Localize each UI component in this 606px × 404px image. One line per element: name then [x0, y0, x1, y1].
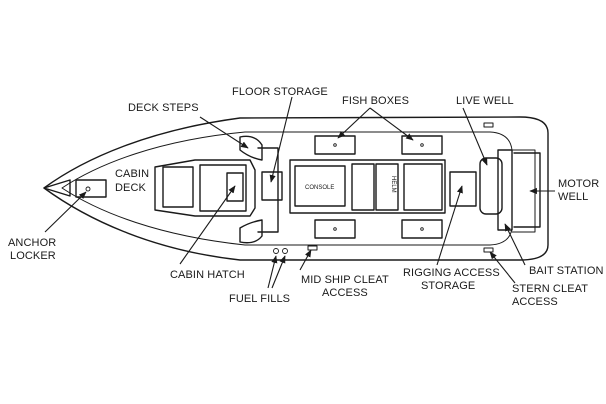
label-stern-cleat-1: STERN CLEAT: [512, 283, 588, 295]
leader-floor-storage: [269, 96, 293, 183]
deck-step-starboard: [239, 219, 263, 244]
fish-box-latch: [333, 227, 337, 231]
fish-box-port-fwd: [314, 135, 356, 155]
label-cabin-hatch: CABIN HATCH: [170, 269, 245, 281]
leader-fuel-fills-1: [267, 255, 278, 289]
label-bait-station: BAIT STATION: [529, 265, 604, 277]
console-box: [294, 165, 346, 207]
cabin-deck-outline: [154, 159, 256, 217]
live-well: [479, 157, 503, 215]
console-outline: [289, 159, 446, 214]
fish-box-stbd-fwd: [314, 219, 356, 239]
cabin-deck-area: [154, 159, 256, 217]
bait-station: [497, 149, 513, 231]
leader-rigging-access: [436, 185, 463, 266]
label-mid-ship-cleat-2: ACCESS: [322, 287, 368, 299]
label-motor-well-2: WELL: [558, 191, 588, 203]
anchor-locker-latch: [85, 186, 91, 192]
floor-storage: [257, 147, 283, 233]
stern-area: [479, 149, 541, 231]
fish-box-latch: [333, 143, 337, 147]
fish-box-stbd-aft: [401, 219, 443, 239]
leader-lines: [44, 96, 555, 289]
hardware: [273, 122, 494, 254]
cabin-hatch: [226, 172, 244, 202]
label-anchor-locker-2: LOCKER: [10, 250, 56, 262]
label-floor-storage: FLOOR STORAGE: [232, 86, 328, 98]
fuel-fill-1: [273, 248, 279, 254]
deck-step-port: [239, 135, 263, 161]
helm-label: HELM: [390, 176, 396, 193]
leader-bait-station: [504, 223, 526, 266]
mid-ship-cleat: [307, 245, 318, 251]
leader-fish-boxes-1: [337, 107, 371, 139]
bulkhead: [257, 147, 279, 233]
bow-tip: [43, 179, 71, 197]
fish-box-port-aft: [401, 135, 443, 155]
rigging-access: [449, 171, 477, 207]
hull-outer: [43, 116, 549, 261]
fish-boxes: [314, 135, 443, 239]
leader-stern-cleat: [489, 251, 516, 284]
label-rigging-access-2: STORAGE: [421, 280, 475, 292]
fish-box-latch: [420, 227, 424, 231]
label-anchor-locker-1: ANCHOR: [8, 237, 56, 249]
stern-cleat-port: [483, 122, 494, 128]
leaning-post: [403, 163, 443, 211]
cabin-seat-right: [199, 164, 247, 212]
floor-storage-hatch: [261, 171, 283, 201]
helm-box: [375, 163, 399, 211]
console-group: CONSOLE HELM: [289, 159, 446, 214]
leader-fuel-fills-2: [271, 255, 286, 289]
cabin-seat-left: [162, 166, 194, 208]
motor-well: [513, 152, 541, 228]
leader-live-well: [462, 107, 488, 166]
leader-cabin-hatch: [179, 185, 236, 265]
label-fuel-fills: FUEL FILLS: [229, 293, 290, 305]
fuel-fill-2: [282, 248, 288, 254]
labels: DECK STEPS FLOOR STORAGE FISH BOXES LIVE…: [8, 86, 604, 308]
anchor-locker: [75, 179, 107, 198]
label-motor-well-1: MOTOR: [558, 178, 599, 190]
label-mid-ship-cleat-1: MID SHIP CLEAT: [301, 274, 389, 286]
anchor-locker-hatch: [75, 179, 107, 198]
leader-fish-boxes-2: [369, 107, 414, 141]
stern-cleat-starboard: [483, 247, 494, 253]
console-label: CONSOLE: [305, 185, 334, 191]
fish-box-latch: [420, 143, 424, 147]
rigging-access-hatch: [449, 171, 477, 207]
label-cabin-deck-1: CABIN: [115, 168, 149, 180]
leader-mid-ship-cleat: [299, 249, 312, 271]
label-fish-boxes: FISH BOXES: [342, 95, 409, 107]
label-rigging-access-1: RIGGING ACCESS: [403, 267, 500, 279]
label-cabin-deck-2: DECK: [115, 182, 147, 194]
label-stern-cleat-2: ACCESS: [512, 296, 558, 308]
leader-deck-steps: [199, 116, 249, 149]
helm-seat: [351, 163, 375, 211]
leader-anchor-locker: [44, 191, 87, 233]
label-deck-steps: DECK STEPS: [128, 102, 199, 114]
deck-steps: [239, 135, 263, 244]
label-live-well: LIVE WELL: [456, 95, 514, 107]
